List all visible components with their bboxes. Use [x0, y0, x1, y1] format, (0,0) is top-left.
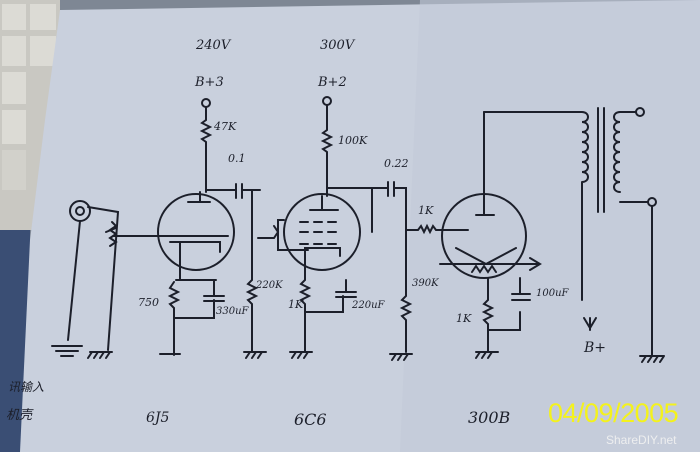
date-stamp: 04/09/2005	[548, 398, 679, 428]
r-750: 750	[138, 296, 159, 309]
c-0-22: 0.22	[384, 157, 409, 170]
r-47k: 47K	[214, 120, 237, 133]
r-1k-grid: 1K	[418, 204, 434, 217]
chassis-label: 机壳	[6, 408, 33, 423]
c-0-1: 0.1	[228, 152, 246, 165]
r-100k: 100K	[338, 134, 368, 147]
circuit-drawing	[51, 96, 665, 363]
tube-300b: 300B	[468, 408, 511, 427]
b-plus-label: B+	[584, 340, 607, 356]
r-390k: 390K	[412, 278, 439, 289]
r-1k-300b: 1K	[456, 312, 472, 325]
b2-voltage: 300V	[320, 38, 355, 53]
tube-6j5: 6J5	[146, 410, 170, 426]
b3-label: B+3	[195, 75, 224, 90]
r-220k: 220K	[256, 280, 283, 291]
tube-6c6: 6C6	[294, 410, 327, 429]
r-1k-6c6: 1K	[288, 298, 304, 311]
c-330uf: 330uF	[216, 306, 249, 317]
watermark: ShareDIY.net	[606, 433, 677, 447]
b2-label: B+2	[318, 75, 347, 90]
input-label: 讯输入	[8, 380, 45, 394]
c-220uf: 220uF	[352, 300, 385, 311]
c-100uf: 100uF	[536, 288, 569, 299]
b3-voltage: 240V	[196, 38, 231, 53]
